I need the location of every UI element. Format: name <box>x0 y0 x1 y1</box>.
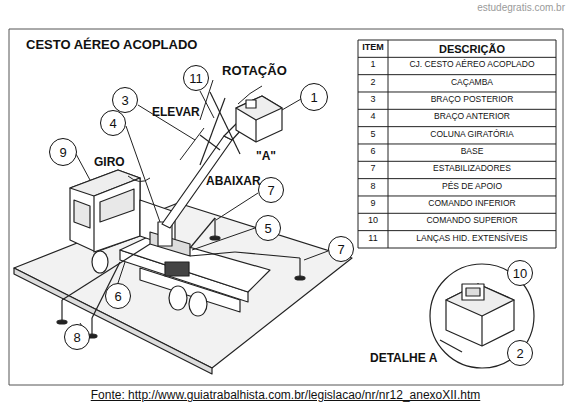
table-cell: 7 <box>370 164 375 174</box>
callout-circle: 6 <box>105 283 131 309</box>
watermark: estudegratis.com.br <box>477 2 565 13</box>
table-cell: 5 <box>370 130 375 140</box>
callout-circle: 11 <box>183 65 209 91</box>
table-cell: CJ. CESTO AÉREO ACOPLADO <box>409 60 534 69</box>
table-cell: PÉS DE APOIO <box>442 182 502 191</box>
table-cell: 6 <box>370 147 375 157</box>
caption: Fonte: http://www.guiatrabalhista.com.br… <box>91 389 481 402</box>
callout-circle: 9 <box>49 138 77 166</box>
callout-number: 5 <box>264 222 271 235</box>
callout-number: 9 <box>59 146 66 159</box>
callout-circle: 2 <box>507 340 533 366</box>
callout-number: 4 <box>109 117 116 130</box>
table-cell: 1 <box>370 60 375 70</box>
callout-circle: 5 <box>255 215 281 241</box>
frame <box>9 29 563 385</box>
ground-plate <box>14 203 352 368</box>
motion-label: GIRO <box>94 156 125 169</box>
table-cell: 9 <box>370 199 375 209</box>
title: CESTO AÉREO ACOPLADO <box>26 38 197 52</box>
table-cell: 11 <box>368 234 377 244</box>
callout-number: 7 <box>337 243 344 256</box>
callout-number: 8 <box>73 331 80 344</box>
table-cell: BASE <box>461 147 484 156</box>
callout-circle: 8 <box>64 324 90 350</box>
callout-number: 11 <box>189 72 203 85</box>
callout-number: 7 <box>267 184 274 197</box>
callout-number: 1 <box>310 91 317 104</box>
table-cell: CAÇAMBA <box>451 78 493 87</box>
callout-circle: 4 <box>100 110 126 136</box>
table-cell: ITEM <box>362 43 384 53</box>
table-cell: 8 <box>370 182 375 192</box>
table-cell: COMANDO SUPERIOR <box>426 216 517 225</box>
table-cell: BRAÇO POSTERIOR <box>431 95 514 104</box>
callout-number: 3 <box>121 94 128 107</box>
motion-label: ELEVAR <box>152 106 200 119</box>
motion-arrows <box>128 80 262 182</box>
parts-table <box>358 40 556 248</box>
table-cell: 4 <box>370 112 375 122</box>
callout-circle: 3 <box>112 87 138 113</box>
callout-number: 10 <box>513 267 527 280</box>
callout-number: 6 <box>114 290 121 303</box>
table-cell: ESTABILIZADORES <box>433 164 511 173</box>
table-cell: COMANDO INFERIOR <box>428 199 515 208</box>
callout-circle: 7 <box>258 177 284 203</box>
table-cell: COLUNA GIRATÓRIA <box>430 130 513 139</box>
table-cell: 2 <box>370 78 375 88</box>
table-cell: DESCRIÇÃO <box>439 43 505 55</box>
callout-circle: 1 <box>300 83 328 111</box>
callout-number: 2 <box>516 347 523 360</box>
motion-label: ROTAÇÃO <box>222 64 287 78</box>
callout-circle: 10 <box>507 260 533 286</box>
table-cell: 10 <box>368 216 378 226</box>
table-cell: LANÇAS HID. EXTENSÍVEIS <box>416 234 527 243</box>
detail-mark: "A" <box>256 150 276 163</box>
truck <box>57 170 305 338</box>
table-cell: BRAÇO ANTERIOR <box>434 112 510 121</box>
detail-label: DETALHE A <box>370 352 437 365</box>
motion-label: ABAIXAR <box>206 175 261 188</box>
table-cell: 3 <box>370 95 375 105</box>
callout-circle: 7 <box>328 236 354 262</box>
